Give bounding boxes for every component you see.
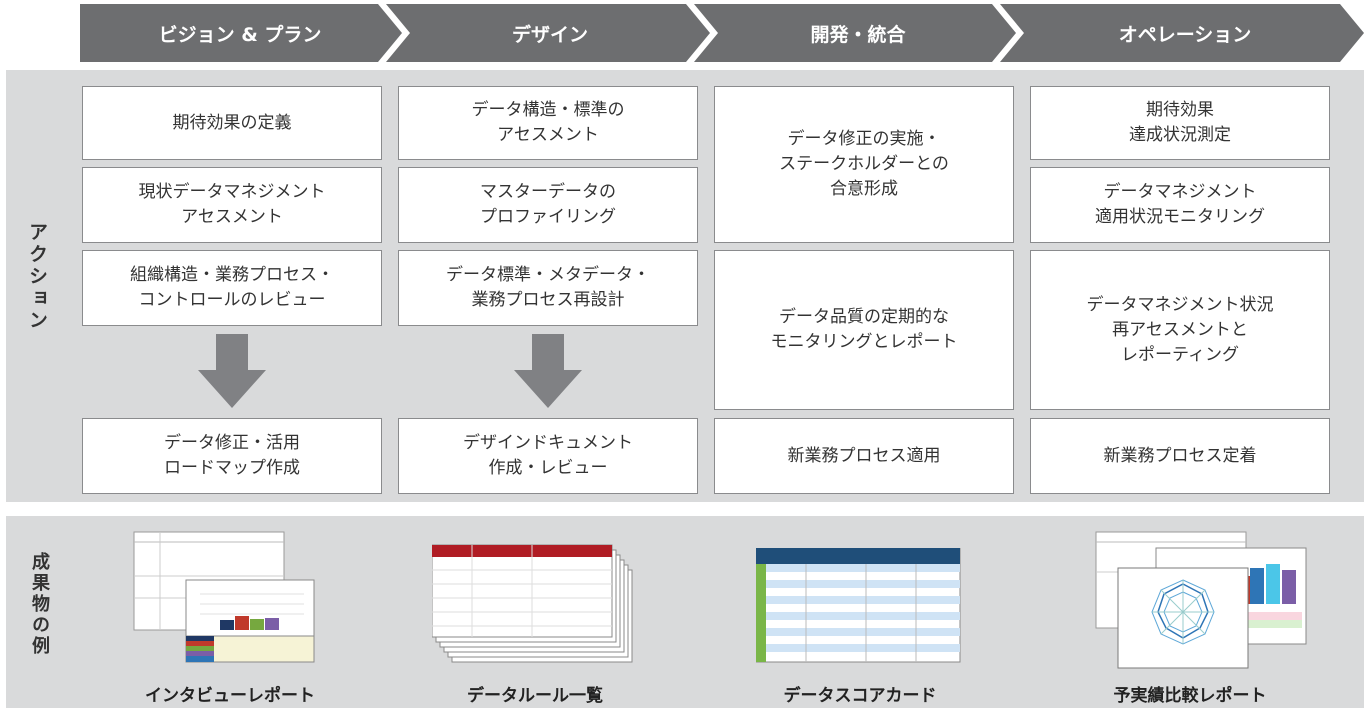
action-data-correction: データ修正の実施・ ステークホルダーとの 合意形成	[714, 86, 1014, 243]
deliverables-label: 成果物の例	[29, 552, 50, 657]
down-arrow-icon	[514, 334, 582, 408]
phase-label-2: デザイン	[511, 23, 588, 46]
down-arrow-icon	[198, 334, 266, 408]
action-data-structure-assessment: データ構造・標準の アセスメント	[398, 86, 698, 160]
result-roadmap: データ修正・活用 ロードマップ作成	[82, 418, 382, 494]
phase-label-3: 開発・統合	[810, 23, 906, 46]
interview-report-thumbnail	[133, 531, 315, 663]
result-design-document: デザインドキュメント 作成・レビュー	[398, 418, 698, 494]
phase-chevrons	[80, 4, 1364, 62]
action-quality-monitoring: データ品質の定期的な モニタリングとレポート	[714, 250, 1014, 410]
data-rules-thumbnail	[432, 544, 633, 663]
result-process-apply: 新業務プロセス適用	[714, 418, 1014, 494]
deliverable-caption-2: データルール一覧	[467, 686, 603, 706]
result-process-establish: 新業務プロセス定着	[1030, 418, 1330, 494]
data-scorecard-thumbnail	[756, 548, 961, 663]
deliverable-caption-1: インタビューレポート	[145, 686, 315, 706]
actions-label: アクション	[26, 222, 48, 332]
action-standards-redesign: データ標準・メタデータ・ 業務プロセス再設計	[398, 250, 698, 326]
phase-chevron-2	[386, 4, 710, 62]
action-define-expected-effects: 期待効果の定義	[82, 86, 382, 160]
action-master-data-profiling: マスターデータの プロファイリング	[398, 167, 698, 243]
phase-chevron-3	[694, 4, 1016, 62]
action-reassessment-reporting: データマネジメント状況 再アセスメントと レポーティング	[1030, 250, 1330, 410]
action-effect-measurement: 期待効果 達成状況測定	[1030, 86, 1330, 160]
plan-actual-report-thumbnail	[1095, 531, 1307, 669]
action-current-dm-assessment: 現状データマネジメント アセスメント	[82, 167, 382, 243]
phase-chevron-4	[1000, 4, 1364, 62]
phase-label-4: オペレーション	[1118, 23, 1252, 46]
deliverable-caption-4: 予実績比較レポート	[1113, 686, 1267, 706]
phase-label-1: ビジョン & プラン	[158, 23, 322, 46]
action-org-process-review: 組織構造・業務プロセス・ コントロールのレビュー	[82, 250, 382, 326]
action-dm-monitoring: データマネジメント 適用状況モニタリング	[1030, 167, 1330, 243]
deliverable-caption-3: データスコアカード	[783, 686, 937, 706]
phase-chevron-1	[80, 4, 402, 62]
